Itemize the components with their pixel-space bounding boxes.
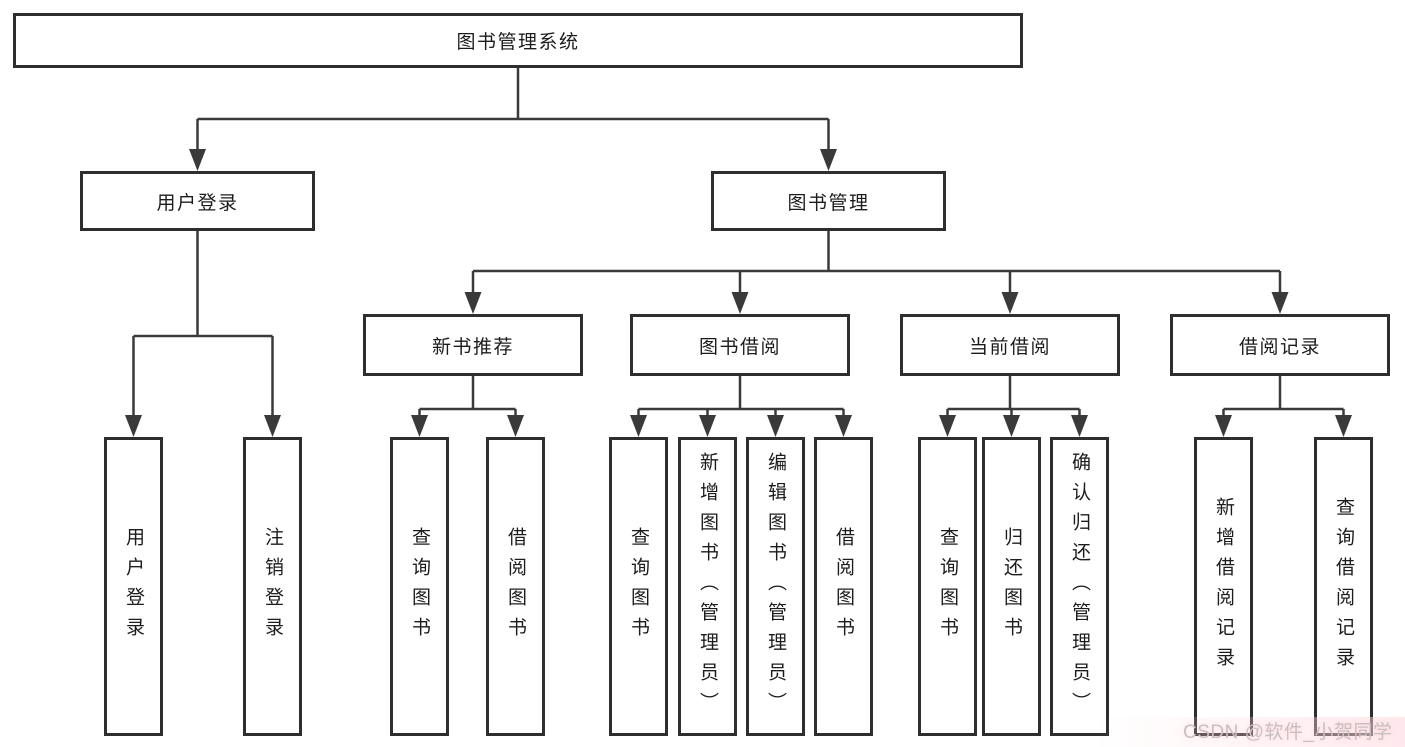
node-library-system-label: 图书管理系统 [456, 32, 580, 53]
node-confirm-return-admin: 确认归还（管理员） [1050, 437, 1109, 736]
node-user-login: 用户登录 [80, 171, 315, 231]
node-user-login-label: 用户登录 [156, 192, 239, 214]
node-new-book-recommend: 新书推荐 [363, 314, 583, 376]
node-logout-leaf-label: 注销登录 [262, 526, 283, 647]
node-borrow-records-label: 借阅记录 [1238, 336, 1321, 358]
node-query-books-recommend-label: 查询图书 [409, 526, 430, 647]
node-add-books-admin: 新增图书（管理员） [678, 437, 737, 736]
node-return-books-label: 归还图书 [1001, 526, 1022, 647]
node-query-books-current: 查询图书 [918, 437, 977, 736]
node-new-book-recommend-label: 新书推荐 [431, 336, 514, 358]
node-book-management-label: 图书管理 [787, 192, 870, 214]
node-edit-books-admin: 编辑图书（管理员） [746, 437, 805, 736]
node-borrow-books-leaf: 借阅图书 [814, 437, 873, 736]
node-return-books: 归还图书 [982, 437, 1041, 736]
node-login-leaf: 用户登录 [104, 437, 163, 736]
node-book-management: 图书管理 [711, 171, 946, 231]
node-confirm-return-admin-label: 确认归还（管理员） [1069, 451, 1090, 722]
watermark-tint [1095, 717, 1405, 747]
node-edit-books-admin-label: 编辑图书（管理员） [765, 451, 786, 722]
node-current-borrow: 当前借阅 [900, 314, 1120, 376]
node-query-books-borrow: 查询图书 [609, 437, 668, 736]
node-query-books-borrow-label: 查询图书 [628, 526, 649, 647]
node-book-borrow: 图书借阅 [630, 314, 850, 376]
node-query-borrow-record: 查询借阅记录 [1314, 437, 1373, 736]
node-borrow-books-recommend: 借阅图书 [486, 437, 545, 736]
node-borrow-books-leaf-label: 借阅图书 [833, 526, 854, 647]
node-borrow-books-recommend-label: 借阅图书 [505, 526, 526, 647]
node-add-books-admin-label: 新增图书（管理员） [697, 451, 718, 722]
node-book-borrow-label: 图书借阅 [698, 336, 781, 358]
node-logout-leaf: 注销登录 [243, 437, 302, 736]
node-borrow-records: 借阅记录 [1170, 314, 1390, 376]
node-current-borrow-label: 当前借阅 [968, 336, 1051, 358]
node-query-books-current-label: 查询图书 [937, 526, 958, 647]
node-query-borrow-record-label: 查询借阅记录 [1333, 496, 1354, 677]
watermark: CSDN @软件_小贺同学 [1183, 722, 1393, 743]
node-add-borrow-record-label: 新增借阅记录 [1213, 496, 1234, 677]
node-login-leaf-label: 用户登录 [123, 526, 144, 647]
node-add-borrow-record: 新增借阅记录 [1194, 437, 1253, 736]
node-library-system: 图书管理系统 [13, 13, 1023, 68]
node-query-books-recommend: 查询图书 [390, 437, 449, 736]
